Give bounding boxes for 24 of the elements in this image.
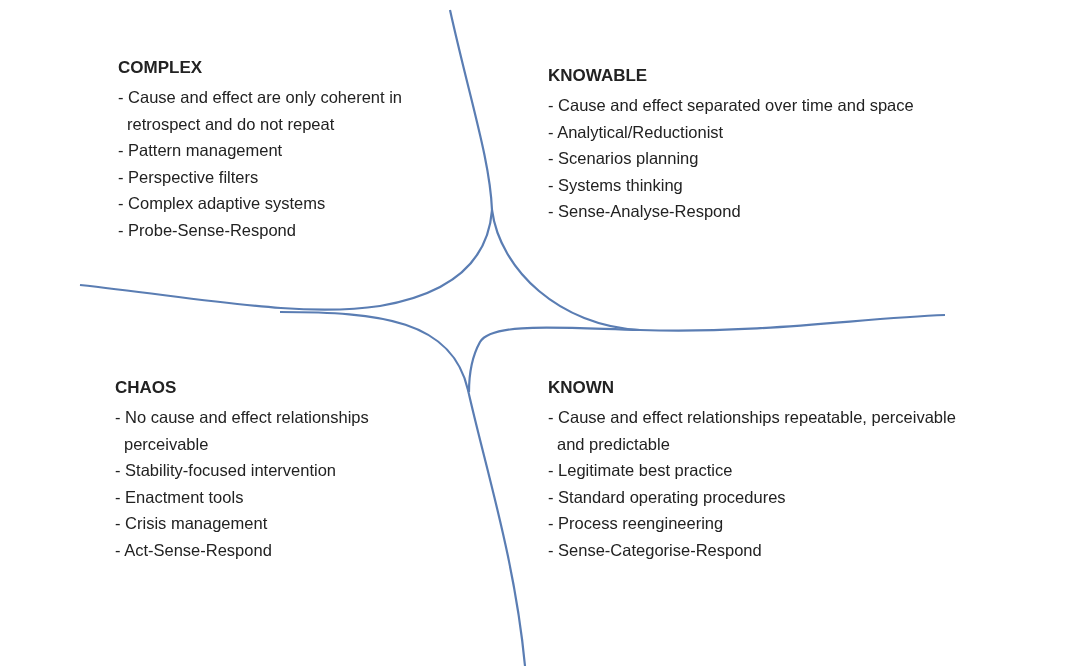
quadrant-heading: KNOWN [548,378,616,398]
list-item: - Cause and effect relationships repeatable, perceivable and predictable [548,407,957,455]
list-item: - No cause and effect relationships perceivable [115,407,370,455]
list-item: - Legitimate best practice [548,460,734,481]
list-item: - Standard operating procedures [548,486,787,508]
list-item: - Scenarios planning [548,148,700,169]
list-item: - Cause and effect separated over time and space [548,95,915,116]
list-item: - Systems thinking [548,174,684,196]
list-item: - Crisis management [115,513,269,534]
quadrant-heading: CHAOS [115,378,178,398]
list-item: - Stability-focused intervention [115,460,338,481]
list-item: - Probe-Sense-Respond [118,219,297,241]
list-item: - Pattern management [118,140,284,161]
list-item: - Enactment tools [115,486,245,508]
list-item: - Analytical/Reductionist [548,121,725,143]
list-item: - Process reengineering [548,513,725,534]
list-item: - Sense-Analyse-Respond [548,201,742,222]
list-item: - Cause and effect are only coherent in retrospect and do not repeat [118,87,404,135]
list-item: - Complex adaptive systems [118,193,327,214]
quadrant-heading: KNOWABLE [548,66,649,86]
list-item: - Act-Sense-Respond [115,539,273,561]
list-item: - Sense-Categorise-Respond [548,539,763,561]
quadrant-heading: COMPLEX [118,58,204,78]
list-item: - Perspective filters [118,166,260,188]
